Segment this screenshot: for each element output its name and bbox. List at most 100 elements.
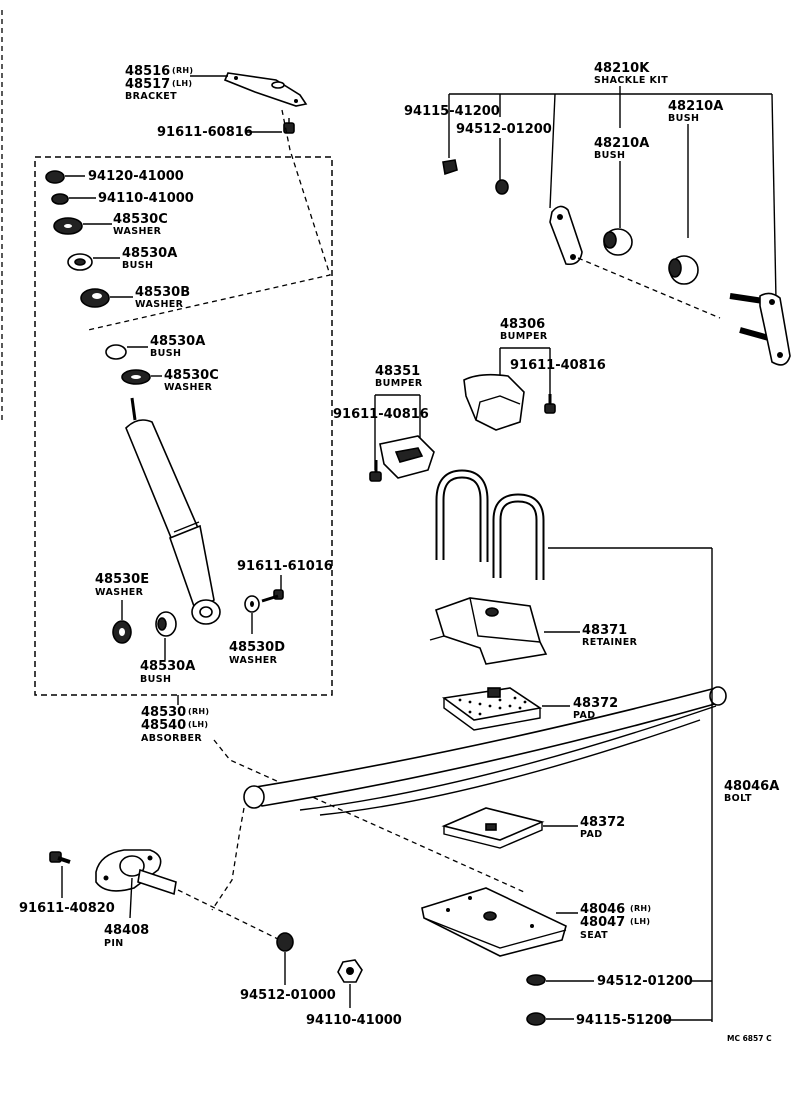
absorber-suffix-lh: (LH) xyxy=(188,720,208,729)
bracket-suffix-rh: (RH) xyxy=(172,66,193,75)
washer-48530d-number: 48530D xyxy=(229,640,285,655)
pad-bottom-name: PAD xyxy=(580,829,603,840)
bracket-number-lh: 48517 xyxy=(125,77,170,92)
retainer-part xyxy=(429,597,548,665)
pad-part xyxy=(441,687,543,731)
nut-94110-bottom-label: 94110-41000 xyxy=(306,1013,402,1028)
retainer-name: RETAINER xyxy=(582,637,638,648)
pad-bottom-number: 48372 xyxy=(580,815,625,830)
absorber-number-lh: 48540 xyxy=(141,718,186,733)
washer-icon xyxy=(121,369,151,385)
pad-part xyxy=(441,807,545,849)
seat-suffix-lh: (LH) xyxy=(630,917,650,926)
shackle-kit-name: SHACKLE KIT xyxy=(594,75,668,86)
nut-94115-top-label: 94115-41200 xyxy=(404,104,500,119)
shock-absorber-part xyxy=(125,397,221,625)
seat-number-lh: 48047 xyxy=(580,915,625,930)
absorber-name: ABSORBER xyxy=(141,733,202,744)
u-bolt-part xyxy=(435,469,545,580)
nut-icon xyxy=(51,193,69,205)
bolt-40816-right-label: 91611-40816 xyxy=(510,358,606,373)
washer-48530e-name: WASHER xyxy=(95,587,144,598)
bolt-48046a-number: 48046A xyxy=(724,779,779,794)
bolt-icon xyxy=(49,851,71,864)
nut-icon xyxy=(526,974,546,986)
absorber-suffix-rh: (RH) xyxy=(188,707,209,716)
bolt-40820-label: 91611-40820 xyxy=(19,901,115,916)
pad-top-name: PAD xyxy=(573,710,596,721)
nut-icon xyxy=(442,159,458,176)
bolt-icon xyxy=(544,394,556,414)
bush-48210a-right-number: 48210A xyxy=(668,99,723,114)
pin-number: 48408 xyxy=(104,923,149,938)
bush-48530a-third-number: 48530A xyxy=(140,659,195,674)
nut-icon xyxy=(45,170,65,184)
nut-icon xyxy=(337,959,363,983)
bush-48210a-left-number: 48210A xyxy=(594,136,649,151)
shackle-kit-number: 48210K xyxy=(594,61,650,76)
absorber-number-rh: 48530 xyxy=(141,705,186,720)
bolt-top-label: 91611-60816 xyxy=(157,125,253,140)
bush-icon xyxy=(155,611,177,637)
bracket-part xyxy=(223,72,308,107)
seat-name: SEAT xyxy=(580,930,608,941)
bolt-48046a-name: BOLT xyxy=(724,793,752,804)
shackle-bolt-part xyxy=(729,292,791,366)
pad-top-number: 48372 xyxy=(573,696,618,711)
nut-94512-01000-label: 94512-01000 xyxy=(240,988,336,1003)
bush-48210a-right-name: BUSH xyxy=(668,113,699,124)
bush-icon xyxy=(105,344,127,360)
bush-48530a-second-name: BUSH xyxy=(150,348,181,359)
washer-icon xyxy=(112,620,132,644)
bush-48530a-third-name: BUSH xyxy=(140,674,171,685)
bush-icon xyxy=(67,253,93,271)
washer-48530c-number: 48530C xyxy=(113,212,168,227)
bush-48530a-name: BUSH xyxy=(122,260,153,271)
bumper-48351-name: BUMPER xyxy=(375,378,423,389)
washer-48530b-name: WASHER xyxy=(135,299,184,310)
bolt-icon xyxy=(261,589,284,603)
washer-48530e-number: 48530E xyxy=(95,572,149,587)
bolt-40816-left-label: 91611-40816 xyxy=(333,407,429,422)
bush-48530a-second-number: 48530A xyxy=(150,334,205,349)
washer-icon xyxy=(80,288,110,308)
washer-48530c-second-name: WASHER xyxy=(164,382,213,393)
seat-number-rh: 48046 xyxy=(580,902,625,917)
bracket-number-rh: 48516 xyxy=(125,64,170,79)
pin-name: PIN xyxy=(104,938,124,949)
retainer-number: 48371 xyxy=(582,623,627,638)
nut-94110-top-label: 94110-41000 xyxy=(98,191,194,206)
bush-icon xyxy=(668,255,699,285)
absorber-group-box xyxy=(34,156,333,696)
drawing-code: MC 6857 C xyxy=(727,1034,772,1043)
bracket-suffix-lh: (LH) xyxy=(172,79,192,88)
bracket-name: BRACKET xyxy=(125,91,177,102)
bumper-48351-number: 48351 xyxy=(375,364,420,379)
shackle-plate-part xyxy=(549,205,583,266)
nut-icon xyxy=(526,1012,546,1026)
bumper-48306-number: 48306 xyxy=(500,317,545,332)
nut-94115-bottom-label: 94115-51200 xyxy=(576,1013,672,1028)
bush-48210a-left-name: BUSH xyxy=(594,150,625,161)
nut-icon xyxy=(495,179,509,195)
bush-icon xyxy=(603,228,633,256)
washer-48530b-number: 48530B xyxy=(135,285,190,300)
washer-icon xyxy=(53,217,83,235)
bumper-part xyxy=(379,435,435,479)
bolt-icon xyxy=(369,460,382,482)
bush-48530a-number: 48530A xyxy=(122,246,177,261)
spring-pin-part xyxy=(95,849,177,896)
washer-48530d-name: WASHER xyxy=(229,655,278,666)
nut-94512-bottom-label: 94512-01200 xyxy=(597,974,693,989)
nut-94512-top-label: 94512-01200 xyxy=(456,122,552,137)
bumper-48306-name: BUMPER xyxy=(500,331,548,342)
bumper-part xyxy=(463,373,525,431)
washer-icon xyxy=(244,595,260,613)
washer-48530c-name: WASHER xyxy=(113,226,162,237)
nut-icon xyxy=(276,932,294,952)
nut-94120-label: 94120-41000 xyxy=(88,169,184,184)
washer-48530c-second-number: 48530C xyxy=(164,368,219,383)
leaf-spring-part xyxy=(243,686,727,816)
bolt-61016-label: 91611-61016 xyxy=(237,559,333,574)
